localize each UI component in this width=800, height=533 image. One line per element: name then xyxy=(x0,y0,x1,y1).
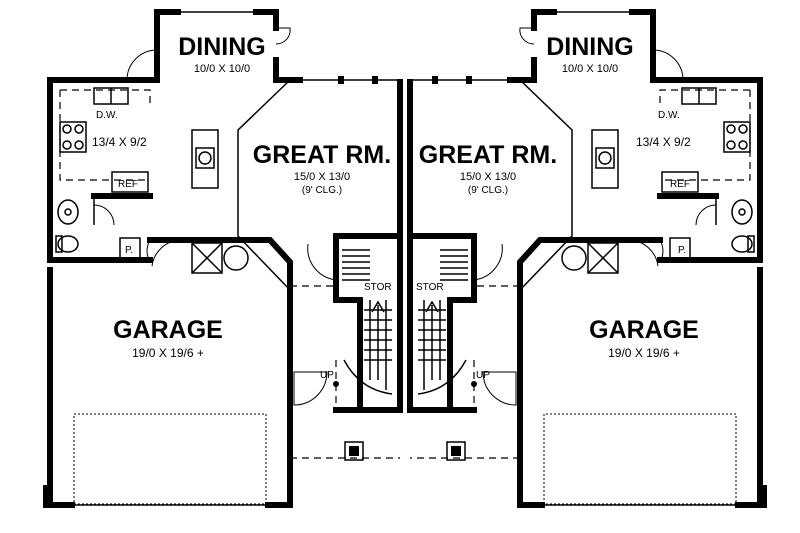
dining-right-dims: 10/0 X 10/0 xyxy=(562,63,618,75)
kitchen-right-dims: 13/4 X 9/2 xyxy=(636,135,691,149)
kitchen-left-range xyxy=(59,121,87,153)
dining-left-door-2 xyxy=(275,27,291,45)
garage-right-dims: 19/0 X 19/6 + xyxy=(608,346,680,360)
garage-right-title: GARAGE xyxy=(589,316,699,344)
ref-left-label: REF xyxy=(118,179,138,190)
dw-right-label: D.W. xyxy=(658,110,680,121)
great-right-note: (9' CLG.) xyxy=(468,185,508,196)
pantry-right-label: P. xyxy=(678,245,686,256)
dining-left-walls xyxy=(154,9,293,83)
up-right-label: UP xyxy=(476,370,490,381)
garage-left-walls xyxy=(47,237,293,508)
pantry-left xyxy=(119,237,141,261)
refrigerator-left xyxy=(111,171,149,193)
garage-left-title: GARAGE xyxy=(113,316,223,344)
toilet-left xyxy=(55,235,79,253)
bath-left-walls xyxy=(47,193,153,263)
sink-left xyxy=(57,199,79,225)
porch-left-dash xyxy=(290,285,337,410)
bath-left-door xyxy=(93,204,115,226)
pantry-left-label: P. xyxy=(125,245,133,256)
dining-left-title: DINING xyxy=(178,33,266,61)
great-right-title: GREAT RM. xyxy=(419,141,557,169)
unit-left xyxy=(43,9,403,508)
window-mullion xyxy=(338,76,344,84)
garage-left-door xyxy=(73,413,267,505)
stair-left-walls xyxy=(333,233,403,413)
stor-left-label: STOR xyxy=(364,282,392,293)
dw-left-label: D.W. xyxy=(96,110,118,121)
stor-right-label: STOR xyxy=(416,282,444,293)
dining-right-title: DINING xyxy=(546,33,634,61)
kitchen-left-counter xyxy=(59,89,151,181)
great-left-dims: 15/0 X 13/0 xyxy=(294,171,350,183)
garage-left-dims: 19/0 X 19/6 + xyxy=(132,346,204,360)
ref-right-label: REF xyxy=(670,179,690,190)
kitchen-left-island xyxy=(191,129,219,189)
laundry-left-door xyxy=(151,239,181,267)
window-mullion xyxy=(372,76,378,84)
dining-left-dims: 10/0 X 10/0 xyxy=(194,63,250,75)
closet-left-door xyxy=(307,243,337,281)
water-heater-left xyxy=(223,245,249,271)
stairs-left xyxy=(342,249,393,395)
great-left-title: GREAT RM. xyxy=(253,141,391,169)
up-left-label: UP xyxy=(320,370,334,381)
great-left-note: (9' CLG.) xyxy=(302,185,342,196)
unit-right xyxy=(407,9,767,508)
dining-left-door xyxy=(126,49,158,81)
great-right-dims: 15/0 X 13/0 xyxy=(460,171,516,183)
kitchen-left-dims: 13/4 X 9/2 xyxy=(92,135,147,149)
kitchen-left-walls xyxy=(47,77,303,239)
porch-left-column xyxy=(344,441,364,461)
great-left-angled-wall xyxy=(237,79,291,291)
entry-left-door xyxy=(293,371,328,406)
